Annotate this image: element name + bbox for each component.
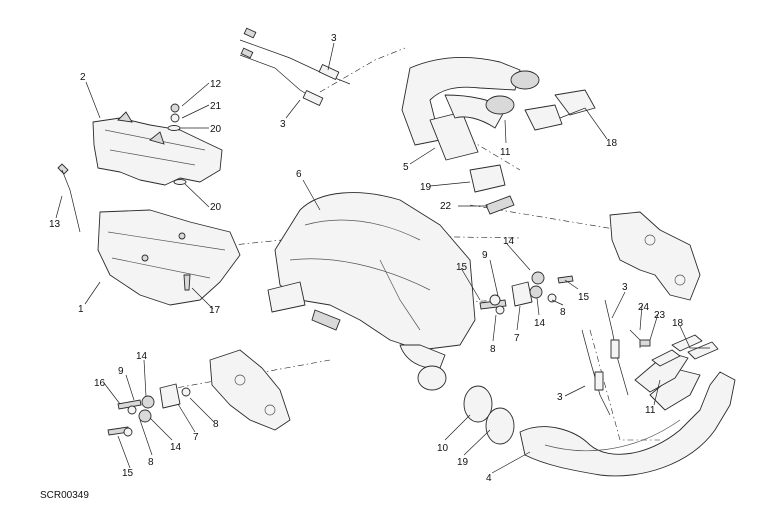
callout-9: 9 xyxy=(118,366,124,377)
silencer xyxy=(267,192,476,369)
right-mount-hardware xyxy=(479,271,574,315)
callout-14: 14 xyxy=(503,236,515,247)
callout-18: 18 xyxy=(672,318,684,329)
callout-6: 6 xyxy=(296,169,302,180)
callout-20: 20 xyxy=(210,202,222,213)
callout-23: 23 xyxy=(654,310,666,321)
callout-21: 21 xyxy=(210,101,222,112)
callout-leader-lines xyxy=(55,42,710,474)
callout-1: 1 xyxy=(78,304,84,315)
gaskets-lower xyxy=(651,334,719,367)
callout-16: 16 xyxy=(94,378,106,389)
callout-3: 3 xyxy=(280,119,286,130)
callout-11: 11 xyxy=(645,405,656,416)
callout-14: 14 xyxy=(170,442,182,453)
callout-9: 9 xyxy=(482,250,488,261)
callout-15: 15 xyxy=(122,468,134,479)
callout-14: 14 xyxy=(136,351,148,362)
callout-15: 15 xyxy=(456,262,468,273)
callout-8: 8 xyxy=(490,344,496,355)
callout-12: 12 xyxy=(210,79,222,90)
callout-7: 7 xyxy=(514,333,520,344)
callout-19: 19 xyxy=(457,457,469,468)
callout-22: 22 xyxy=(440,201,452,212)
callout-8: 8 xyxy=(560,307,566,318)
callout-19: 19 xyxy=(420,182,432,193)
callout-8: 8 xyxy=(213,419,219,430)
callout-2: 2 xyxy=(80,72,86,83)
callout-24: 24 xyxy=(638,302,650,313)
hanger-bracket-right xyxy=(609,211,701,301)
oxygen-sensors-lower xyxy=(581,299,651,416)
callout-14: 14 xyxy=(534,318,546,329)
lower-heat-shield xyxy=(97,209,241,306)
hanger-bracket-left xyxy=(209,349,291,431)
callout-13: 13 xyxy=(49,219,61,230)
left-mount-hardware xyxy=(107,383,191,437)
upper-heat-shield xyxy=(92,111,223,186)
front-header-pipes xyxy=(519,351,736,477)
heat-shield-hardware xyxy=(167,103,191,291)
callout-15: 15 xyxy=(578,292,590,303)
callout-7: 7 xyxy=(193,432,199,443)
cable-tie xyxy=(57,163,81,233)
gaskets-upper xyxy=(524,89,596,131)
callout-3: 3 xyxy=(557,392,563,403)
callout-labels: 1 2 3 3 3 3 4 5 6 7 7 8 8 8 8 9 9 10 11 … xyxy=(49,33,684,484)
callout-17: 17 xyxy=(209,305,221,316)
callout-11: 11 xyxy=(500,147,511,158)
lower-clamp-and-sleeve xyxy=(417,365,515,445)
callout-18: 18 xyxy=(606,138,618,149)
drawing-code: SCR00349 xyxy=(40,490,89,501)
oxygen-sensors-upper xyxy=(239,27,351,106)
callout-3: 3 xyxy=(622,282,628,293)
callout-20: 20 xyxy=(210,124,222,135)
upper-sleeve-and-clamp xyxy=(469,164,515,215)
callout-10: 10 xyxy=(437,443,449,454)
callout-3: 3 xyxy=(331,33,337,44)
callout-4: 4 xyxy=(486,473,492,484)
callout-5: 5 xyxy=(403,162,409,173)
rear-header-pipes xyxy=(401,56,540,161)
callout-8: 8 xyxy=(148,457,154,468)
